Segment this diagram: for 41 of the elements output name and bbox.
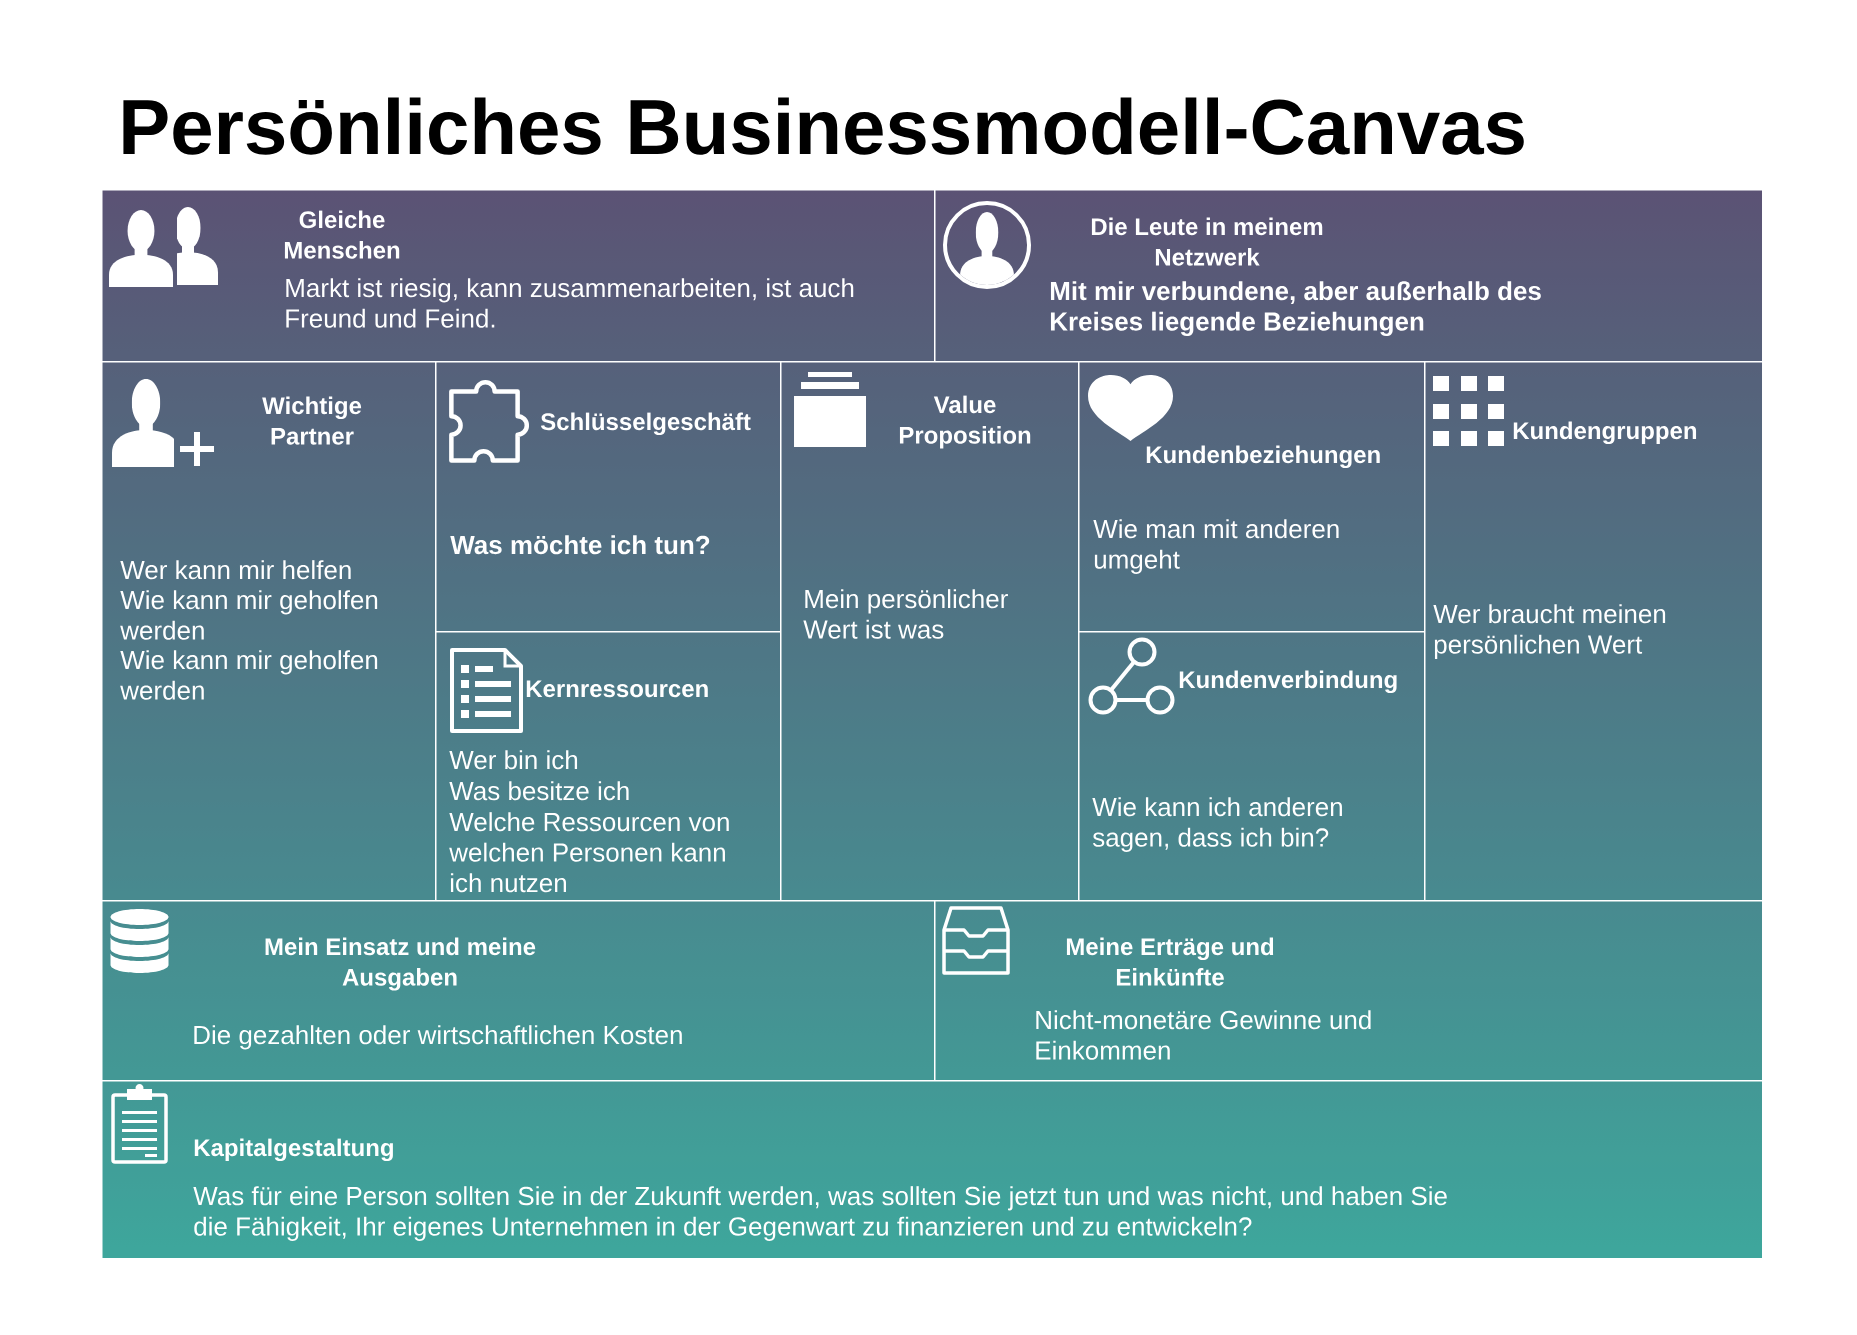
- canvas-cell: [1078, 631, 1426, 902]
- cell-text: Mit mir verbundene, aber außerhalb des Kreises liegende Beziehungen: [1050, 281, 1541, 336]
- cell-heading: Meine Erträge und Einkünfte: [1066, 937, 1274, 986]
- cell-heading: Die Leute in meinem Netzwerk: [1091, 217, 1323, 266]
- cell-heading: Wichtige Partner: [262, 396, 362, 445]
- cell-heading: Gleiche Menschen: [284, 210, 400, 259]
- cell-text: Die gezahlten oder wirtschaftlichen Kosten: [194, 1025, 682, 1050]
- canvas-cell: [101, 1080, 1764, 1260]
- cell-heading: Schlüsselgeschäft: [540, 412, 751, 436]
- canvas-cell: [435, 361, 782, 633]
- canvas-cell: [435, 631, 782, 902]
- cell-text: Wer braucht meinen persönlichen Wert: [1433, 604, 1666, 659]
- cell-heading: Kundenverbindung: [1179, 670, 1397, 694]
- cell-heading: Mein Einsatz und meine Ausgaben: [265, 937, 536, 991]
- cell-text: Markt ist riesig, kann zusammenarbeiten, ist auch Freund und Feind.: [286, 278, 854, 328]
- cell-text: Wer kann mir helfen: [120, 560, 351, 580]
- cell-heading: Kundengruppen: [1513, 421, 1697, 445]
- canvas-cell: [1078, 361, 1426, 633]
- canvas-cell: [101, 361, 437, 902]
- cell-text: Was für eine Person sollten Sie in der Zukunft werden, was sollten Sie jetzt tun und was nicht, und haben Sie die Fähigkeit, Ihr eigenes Unternehmen in der Gegenwart zu finanzieren und zu entwickeln?: [193, 1186, 1447, 1241]
- cell-text: Wie kann ich anderen sagen, dass ich bin?: [1092, 797, 1342, 852]
- cell-heading: Kernressourcen: [526, 680, 708, 698]
- canvas-cell: [1424, 361, 1764, 902]
- cell-text: Nicht-monetäre Gewinne und Einkommen: [1036, 1010, 1371, 1060]
- cell-heading: Kapitalgestaltung: [194, 1138, 393, 1162]
- title: Persönliches Businessmodell-Canvas: [123, 97, 1524, 155]
- cell-text: Mein persönlicher Wert ist was: [803, 589, 1008, 639]
- cell-heading: Value Proposition: [899, 395, 1031, 449]
- cell-text: Wie kann mir geholfen werden: [120, 650, 378, 700]
- canvas-cell: [934, 900, 1764, 1082]
- cell-text: Wie man mit anderen umgeht: [1093, 519, 1339, 574]
- cell-text: Was möchte ich tun?: [450, 535, 710, 555]
- cell-text: Was besitze ich: [449, 781, 629, 801]
- canvas-cell: [101, 900, 936, 1082]
- canvas-cell: [934, 189, 1764, 363]
- cell-text: Wie kann mir geholfen werden: [120, 590, 378, 640]
- canvas-cell: [101, 189, 936, 363]
- cell-heading: Kundenbeziehungen: [1146, 445, 1380, 469]
- canvas-cell: [780, 361, 1080, 902]
- cell-text: Wer bin ich: [449, 750, 578, 770]
- cell-text: Welche Ressourcen von welchen Personen kann ich nutzen: [449, 812, 729, 893]
